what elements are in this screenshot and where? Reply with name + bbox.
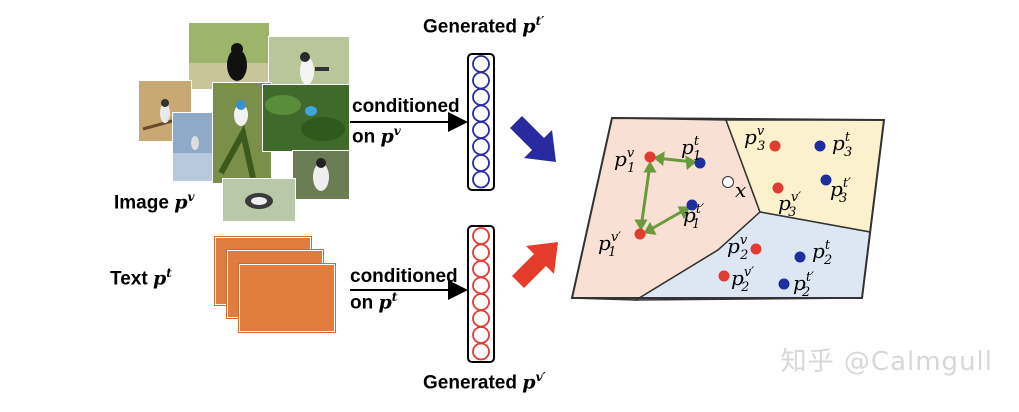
image-symbol: p [174, 191, 188, 214]
text-card-3 [239, 264, 335, 332]
dot-p2t [794, 251, 806, 263]
dot-p3vp [772, 182, 784, 194]
space-outline [570, 116, 886, 299]
dot-x [722, 176, 734, 188]
top-vector-unit-8 [472, 170, 490, 189]
generated-top-sup: t′ [535, 14, 545, 28]
top-vector-units [472, 55, 490, 189]
top-condition-on: on [352, 126, 376, 148]
bottom-condition-line1: conditioned [350, 266, 458, 287]
text-symbol: p [152, 267, 167, 290]
label-p2vp: pv′2 [731, 265, 754, 295]
label-p3tp: pt′3 [830, 176, 851, 206]
dot-p2tp [778, 278, 790, 290]
label-x: x [735, 178, 746, 202]
generated-bottom-title: Generated pv′ [423, 370, 546, 394]
bird-photo-6 [262, 84, 350, 152]
bottom-vector-units [472, 227, 490, 361]
top-condition-sup: v [393, 124, 401, 138]
dot-p1v [644, 151, 656, 163]
text-label-prefix: Text [110, 268, 148, 290]
generated-bottom-prefix: Generated [423, 372, 517, 394]
dot-p3tp [820, 174, 832, 186]
dot-p3t [814, 140, 826, 152]
generated-top-symbol: p [522, 15, 536, 38]
bottom-condition-symbol: p [378, 291, 392, 314]
bottom-condition-line2: on pt [350, 290, 397, 314]
bird-photo-8 [222, 178, 296, 222]
green-triangle-links [634, 151, 697, 235]
image-sup: v [187, 190, 195, 204]
top-condition-line1: conditioned [352, 96, 460, 117]
dot-p2vp [718, 270, 730, 282]
bird-photo-5 [212, 82, 272, 184]
label-p1vp: pv′1 [598, 230, 621, 260]
text-sup: t [166, 266, 172, 280]
bottom-vector-unit-8 [472, 342, 490, 361]
bottom-condition-sup: t [391, 290, 398, 304]
dot-p1t [694, 157, 706, 169]
dot-p3v [769, 140, 781, 152]
blue-fat-arrow [510, 116, 556, 162]
dot-p1vp [634, 228, 646, 240]
generated-bottom-sup: v′ [535, 370, 546, 384]
label-p1tp: pt′1 [683, 202, 704, 232]
top-condition-symbol: p [380, 125, 394, 148]
generated-top-title: Generated pt′ [423, 14, 544, 38]
bird-photo-7 [292, 150, 350, 200]
top-condition-line2: on pv [352, 124, 401, 148]
watermark: 知乎 @Calmgull [780, 347, 993, 377]
label-p3vp: pv′3 [778, 190, 801, 220]
generated-top-prefix: Generated [423, 16, 517, 38]
bottom-condition-on: on [350, 292, 374, 314]
image-label-prefix: Image [114, 192, 169, 214]
dot-p1tp [686, 199, 698, 211]
label-p2tp: pt′2 [793, 270, 814, 300]
image-modality-label: Image pv [114, 190, 194, 214]
red-fat-arrow [512, 242, 558, 288]
dot-p2v [750, 243, 762, 255]
generated-bottom-symbol: p [522, 371, 536, 394]
text-modality-label: Text pt [110, 266, 172, 290]
